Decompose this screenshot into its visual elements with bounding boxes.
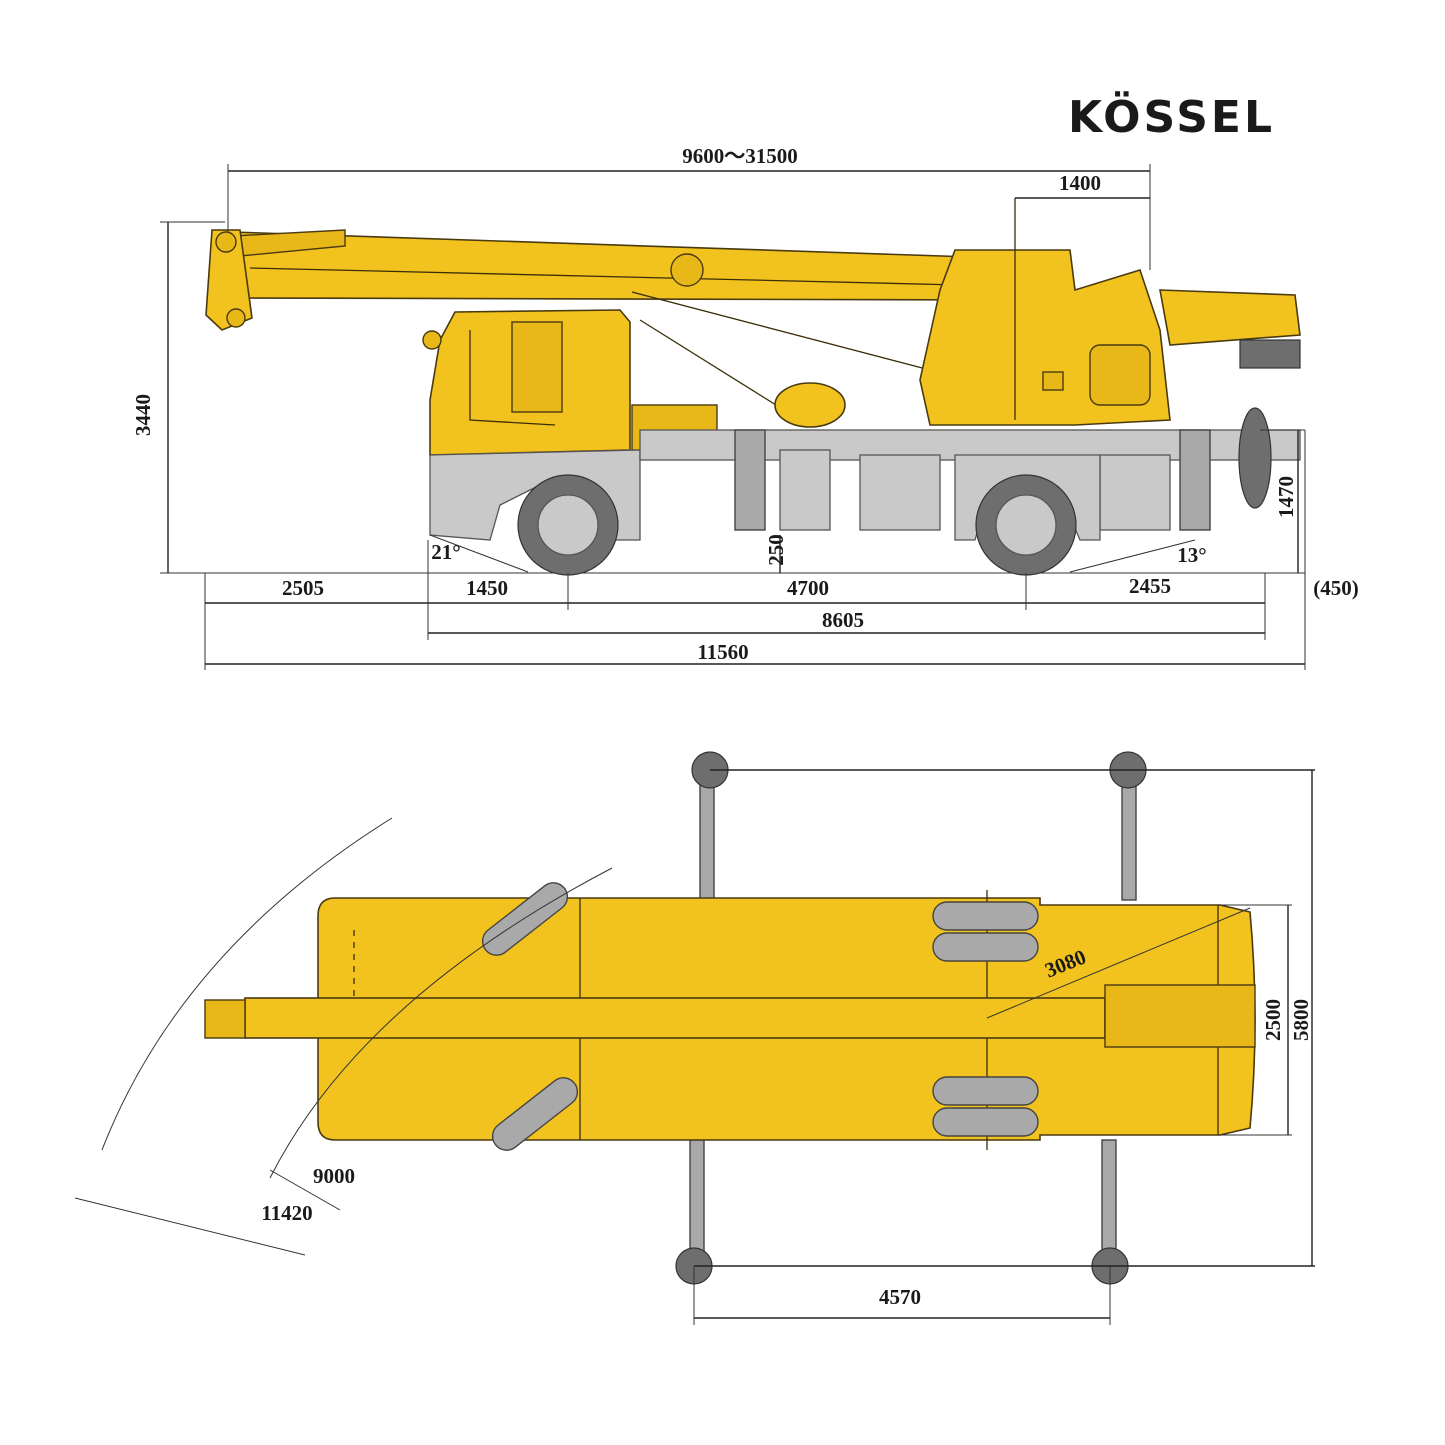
- label-rear-extra: (450): [1313, 576, 1359, 600]
- side-mirror: [422, 330, 442, 350]
- label-rear-overhang: 2455: [1129, 574, 1171, 598]
- hook-block: [226, 308, 246, 328]
- wheels: [517, 474, 1077, 576]
- label-boom-length: 9600～31500: [682, 144, 798, 168]
- logo-text: KÖSSEL: [1068, 90, 1275, 143]
- luffing-cylinder-line: [631, 291, 931, 371]
- boom-section-line: [249, 267, 961, 286]
- front-wheel-rim: [537, 494, 599, 556]
- front-wheel-left-top: [481, 882, 569, 956]
- rear-wheel-left-outer: [932, 901, 1039, 931]
- label-chassis-length: 8605: [822, 608, 864, 632]
- front-outrigger-jack: [734, 429, 766, 531]
- outrigger-box: [1099, 454, 1171, 531]
- label-outrigger-span-length: 4570: [879, 1285, 921, 1309]
- rear-outrigger-jack: [1179, 429, 1211, 531]
- label-departure-angle: 13°: [1177, 543, 1206, 567]
- crane-boom: [205, 229, 1001, 421]
- spare-tire: [1238, 407, 1272, 509]
- label-boom-offset: 1400: [1059, 171, 1101, 195]
- boom-top-view: [244, 997, 1106, 1039]
- boom-base-top-view: [1104, 984, 1256, 1048]
- brand-logo: KÖSSEL: [1068, 90, 1275, 143]
- truck-cab: [422, 309, 846, 456]
- side-view: 9600～31500 1400 3440 1470 250 21° 13° 25…: [131, 144, 1359, 670]
- hook-rest: [774, 382, 846, 428]
- rear-frame: [1159, 289, 1301, 346]
- label-turning-radius-inner: 9000: [313, 1164, 355, 1188]
- top-view: 3080 2500 5800 4570 9000 11420: [74, 751, 1315, 1325]
- label-ground-clearance: 250: [764, 534, 788, 566]
- cab-window: [511, 321, 563, 413]
- boom-head-sheave: [215, 231, 237, 253]
- label-deck-height: 1470: [1274, 476, 1298, 518]
- label-overall-length: 11560: [697, 640, 748, 664]
- superstructure: [919, 198, 1301, 426]
- cab-door-line: [469, 330, 556, 426]
- counterweight: [1089, 344, 1151, 406]
- label-turning-radius-outer: 11420: [261, 1201, 312, 1225]
- dim-tail-swing-line: [986, 907, 1251, 1019]
- front-wheel-right-top: [491, 1077, 579, 1151]
- dim-turning-inner-line: [269, 1169, 341, 1211]
- chassis-cover: [859, 454, 941, 531]
- boom-head-top-view: [204, 999, 246, 1039]
- turning-arc-inner: [269, 867, 613, 1179]
- label-outrigger-span-width: 5800: [1289, 999, 1313, 1041]
- label-vehicle-width: 2500: [1261, 999, 1285, 1041]
- approach-angle-line: [429, 534, 529, 573]
- boom-main-section: [230, 231, 1001, 301]
- rear-wheel-left-inner: [932, 932, 1039, 962]
- wheels-top: [481, 882, 1039, 1151]
- label-front-overhang: 2505: [282, 576, 324, 600]
- label-wheelbase: 4700: [787, 576, 829, 600]
- support-line: [639, 319, 801, 421]
- departure-angle-line: [1069, 539, 1196, 573]
- cabin-light: [1042, 371, 1064, 391]
- boom-pivot-ring: [670, 253, 704, 287]
- rear-block: [1239, 339, 1301, 369]
- side-dimension-lines: [160, 164, 1306, 670]
- label-overall-height: 3440: [131, 394, 155, 436]
- label-approach-angle: 21°: [431, 540, 460, 564]
- dim-turning-outer-line: [74, 1197, 306, 1256]
- label-front-axle-to-cab: 1450: [466, 576, 508, 600]
- chassis-box: [779, 449, 831, 531]
- rear-wheel-right-outer: [932, 1107, 1039, 1137]
- rear-wheel-rim: [995, 494, 1057, 556]
- turning-arc-outer: [101, 817, 393, 1151]
- rear-wheel-right-inner: [932, 1076, 1039, 1106]
